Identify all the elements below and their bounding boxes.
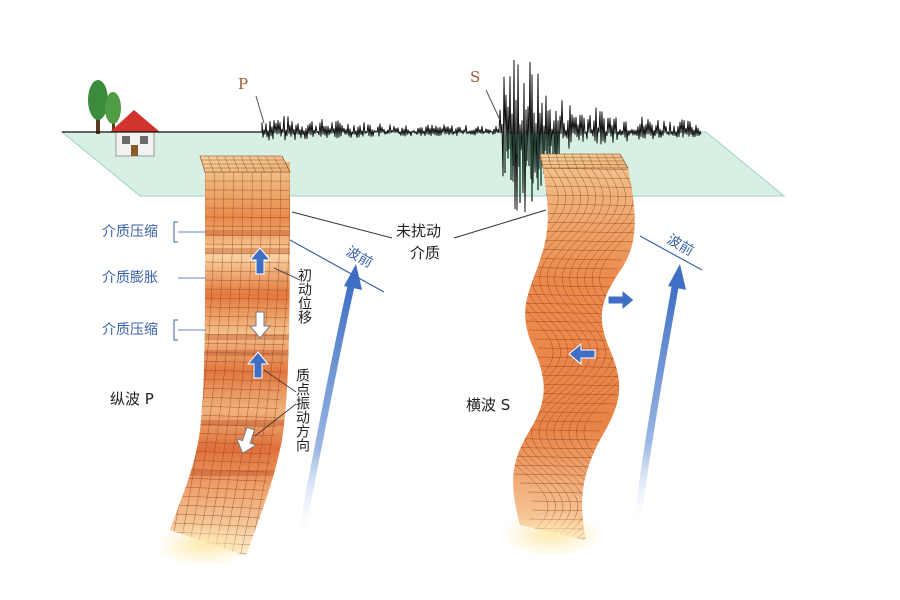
svg-text:介质压缩: 介质压缩 xyxy=(102,224,158,240)
svg-text:介质膨胀: 介质膨胀 xyxy=(102,269,158,286)
wavefront-arrow-right xyxy=(632,264,686,534)
arrow-down-icon xyxy=(248,311,272,339)
p-wave-label: 纵波 P xyxy=(110,390,154,408)
compression-label-2: 介质压缩 xyxy=(102,319,206,341)
expansion-label: 介质膨胀 xyxy=(102,269,206,286)
ground-plane xyxy=(60,131,786,197)
p-marker-leader xyxy=(255,95,265,124)
wavefront-line-left xyxy=(289,239,385,293)
p-marker-label: P xyxy=(238,75,248,93)
arrow-right-icon xyxy=(607,288,635,312)
s-marker-label: S xyxy=(470,68,480,86)
arrow-up-icon xyxy=(246,351,270,379)
compression-label-1: 介质压缩 xyxy=(102,221,206,243)
first-motion-leader xyxy=(273,267,301,281)
arrow-down-icon xyxy=(236,426,258,455)
s-wave-label: 横波 S xyxy=(466,396,510,414)
undisturbed-label-line2: 介质 xyxy=(410,244,440,262)
tree-icon xyxy=(88,80,121,134)
arrow-up-icon xyxy=(248,247,272,275)
svg-text:介质压缩: 介质压缩 xyxy=(102,322,158,338)
vibration-leader-2 xyxy=(254,403,297,437)
house-icon xyxy=(110,110,160,157)
wavefront-label-left: 波前 xyxy=(343,243,376,272)
wavefront-arrow-left xyxy=(296,264,362,544)
vibration-leader-1 xyxy=(263,369,297,393)
p-wave-column xyxy=(155,155,291,567)
arrow-left-icon xyxy=(568,342,596,366)
undisturbed-leader-left xyxy=(291,211,393,239)
undisturbed-leader-right xyxy=(453,209,547,239)
wavefront-label-right: 波前 xyxy=(664,231,697,260)
particle-vibration-label: 质点振动方向 xyxy=(294,368,310,452)
undisturbed-label-line1: 未扰动 xyxy=(396,222,441,240)
s-marker-leader xyxy=(485,89,501,121)
wavefront-line-right xyxy=(639,235,703,271)
first-motion-label: 初动位移 xyxy=(296,267,312,324)
